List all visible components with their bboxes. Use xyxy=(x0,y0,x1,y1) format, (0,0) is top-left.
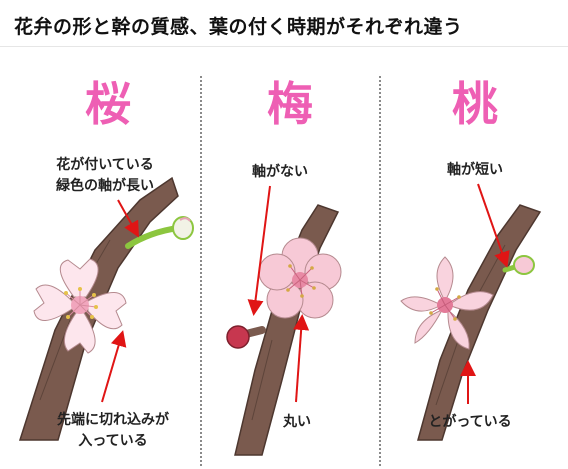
momo-illustration xyxy=(400,183,542,441)
panel-divider-1 xyxy=(200,76,202,466)
ume-title: 梅 xyxy=(267,77,313,131)
sakura-illustration xyxy=(18,176,194,441)
momo-top-note: 軸が短い xyxy=(430,160,520,181)
momo-bud xyxy=(513,255,535,275)
sakura-top-note-line1: 花が付いている xyxy=(56,157,154,173)
ume-illustration xyxy=(226,185,342,456)
sakura-bud xyxy=(172,216,194,240)
momo-bottom-note: とがっている xyxy=(415,412,525,433)
ume-bud xyxy=(226,325,250,349)
sakura-title: 桜 xyxy=(85,77,131,131)
sakura-bottom-note: 先端に切れ込みが 入っている xyxy=(38,410,188,452)
momo-flower xyxy=(400,256,494,350)
ume-top-note: 軸がない xyxy=(240,162,320,183)
header-rule xyxy=(0,46,568,47)
ume-top-arrow xyxy=(247,185,271,316)
sakura-bottom-arrow xyxy=(101,330,127,403)
panel-divider-2 xyxy=(379,76,381,466)
ume-bottom-note: 丸い xyxy=(262,412,332,433)
sakura-top-note: 花が付いている 緑色の軸が長い xyxy=(35,155,175,197)
sakura-bottom-note-line1: 先端に切れ込みが xyxy=(57,412,169,428)
ume-bottom-arrow xyxy=(293,314,310,403)
ume-top-note-line1: 軸がない xyxy=(252,164,308,180)
sakura-top-arrow xyxy=(117,199,139,238)
ume-bottom-note-line1: 丸い xyxy=(283,414,311,430)
sakura-bottom-note-line2: 入っている xyxy=(78,433,148,449)
momo-bottom-note-line1: とがっている xyxy=(428,414,512,430)
momo-top-note-line1: 軸が短い xyxy=(447,162,503,178)
momo-top-arrow xyxy=(477,183,510,268)
ume-flower xyxy=(258,237,342,319)
sakura-flower xyxy=(33,258,127,354)
page-title: 花弁の形と幹の質感、葉の付く時期がそれぞれ違う xyxy=(14,16,463,38)
momo-title: 桃 xyxy=(452,77,498,131)
sakura-top-note-line2: 緑色の軸が長い xyxy=(56,178,154,194)
sakura-bud-tip xyxy=(179,217,191,222)
